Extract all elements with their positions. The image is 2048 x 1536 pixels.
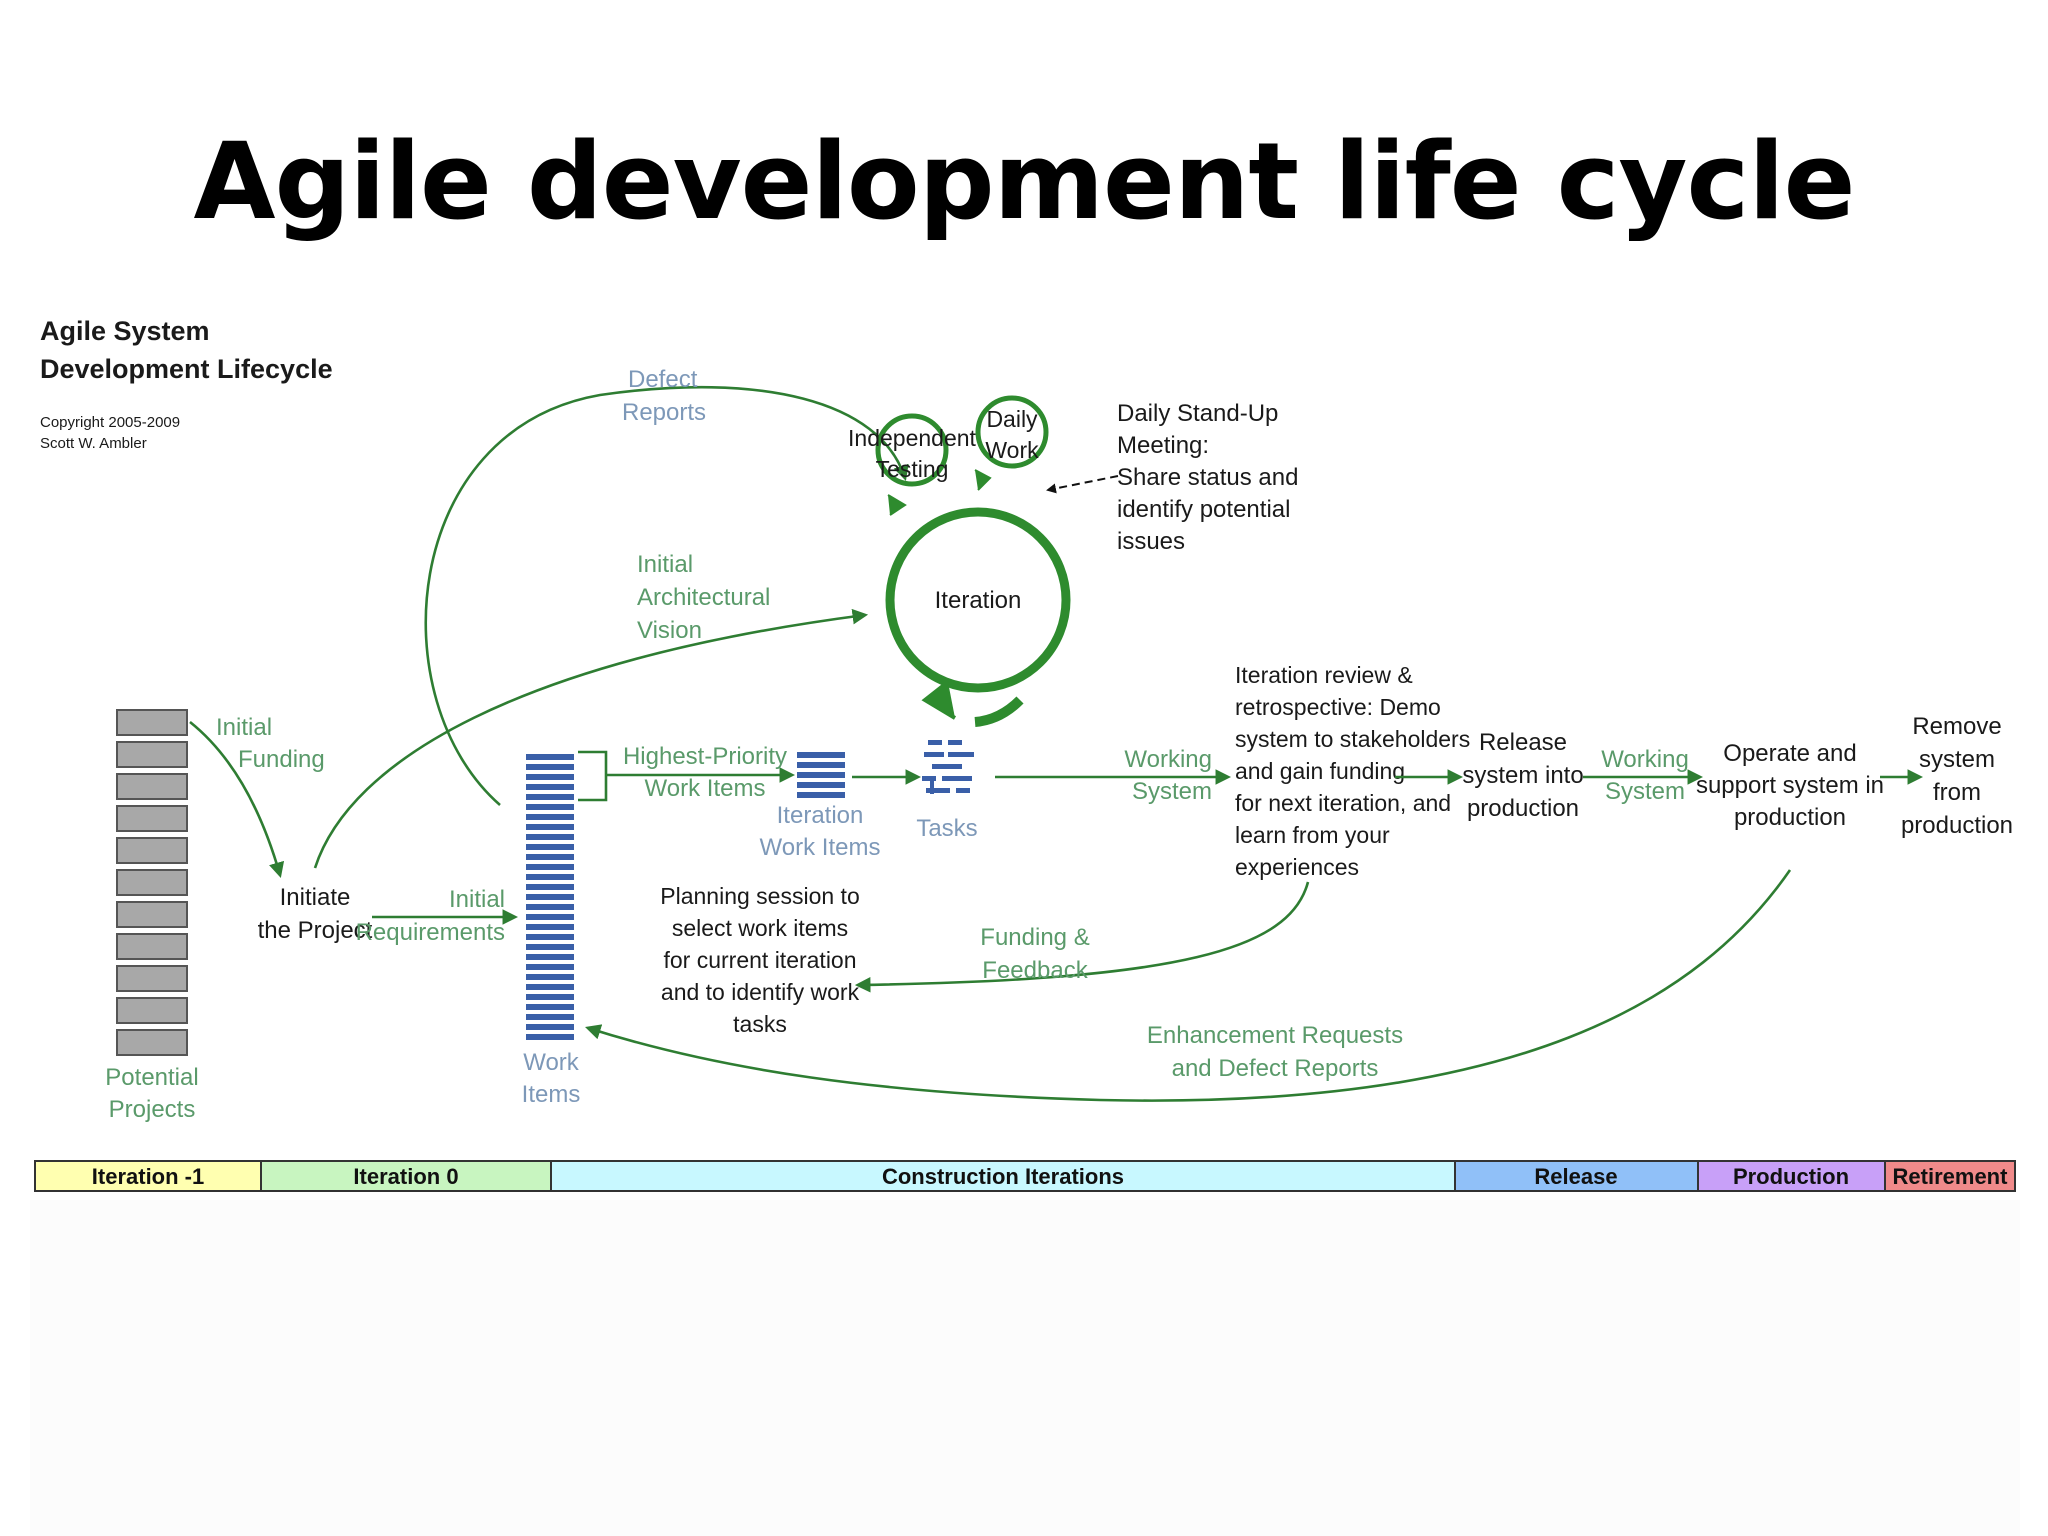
remove-line-2: system <box>1919 746 1995 773</box>
highest-priority-label-1: Highest-Priority <box>623 743 787 770</box>
review-line-5: for next iteration, and <box>1235 790 1451 816</box>
phase-construction <box>550 1160 1456 1192</box>
defect-reports-arrow <box>424 385 909 806</box>
independent-testing-label-1: Independent <box>848 425 977 451</box>
tasks-label: Tasks <box>916 815 977 842</box>
release-line-3: production <box>1467 795 1579 822</box>
copyright-line-1: Copyright 2005-2009 <box>40 414 180 431</box>
review-line-2: retrospective: Demo <box>1235 694 1441 720</box>
daily-work-label-2: Work <box>985 437 1039 463</box>
heading-line-1: Agile System <box>40 316 210 346</box>
enhancement-requests-arrow <box>585 869 1792 1102</box>
review-line-1: Iteration review & <box>1235 662 1413 688</box>
operate-line-2: support system in <box>1696 772 1884 799</box>
phase-release <box>1454 1160 1699 1192</box>
working-system-2-label-1: Working <box>1601 746 1689 773</box>
phase-label-production: Production <box>1733 1164 1849 1189</box>
iteration-cycle <box>885 507 1071 693</box>
review-line-6: learn from your <box>1235 822 1390 848</box>
working-system-2-label-2: System <box>1605 778 1685 805</box>
highest-priority-label-2: Work Items <box>645 775 766 802</box>
arch-vision-label-2: Architectural <box>637 584 770 611</box>
priority-bracket <box>578 750 608 802</box>
phase-label-iteration-0: Iteration 0 <box>353 1164 458 1189</box>
independent-testing-label-2: Testing <box>876 456 949 482</box>
initiate-project-label-1: Initiate <box>280 884 351 911</box>
release-line-1: Release <box>1479 729 1567 756</box>
funding-feedback-label-2: Feedback <box>982 957 1088 984</box>
review-line-7: experiences <box>1235 854 1359 880</box>
initial-funding-label-1: Initial <box>216 714 272 741</box>
remove-line-1: Remove <box>1912 713 2001 740</box>
diagram-heading: Agile System Development Lifecycle Copyr… <box>40 316 333 452</box>
phase-retirement <box>1884 1160 2016 1192</box>
review-line-4: and gain funding <box>1235 758 1405 784</box>
phase-label-construction: Construction Iterations <box>882 1164 1124 1189</box>
working-system-1-label-1: Working <box>1124 746 1212 773</box>
defect-reports-label-2: Reports <box>622 399 706 426</box>
copyright-line-2: Scott W. Ambler <box>40 435 147 452</box>
work-items-label-1: Work <box>523 1049 580 1076</box>
phase-production <box>1697 1160 1886 1192</box>
iteration-label: Iteration <box>935 587 1022 614</box>
defect-reports-label-1: Defect <box>628 366 698 393</box>
remove-line-3: from <box>1933 779 1981 806</box>
operate-line-1: Operate and <box>1723 740 1856 767</box>
tasks-glyph <box>922 740 974 794</box>
potential-projects-stack <box>116 709 188 1056</box>
remove-line-4: production <box>1901 812 2013 839</box>
potential-projects-label-2: Projects <box>109 1096 196 1123</box>
iteration-arrowhead <box>921 680 957 720</box>
funding-feedback-arrow <box>854 881 1310 993</box>
arch-vision-label-3: Vision <box>637 617 702 644</box>
enhancement-label-1: Enhancement Requests <box>1147 1022 1403 1049</box>
iteration-tail <box>974 696 1024 727</box>
standup-line-3: Share status and <box>1117 464 1298 491</box>
phase-label-retirement: Retirement <box>1893 1164 2009 1189</box>
planning-line-5: tasks <box>733 1011 787 1037</box>
release-line-2: system into <box>1462 762 1583 789</box>
initial-funding-arrow <box>189 720 285 878</box>
standup-arrow <box>1046 475 1119 494</box>
background-panel <box>30 1200 2020 1536</box>
slide-title: Agile development life cycle <box>193 120 1855 243</box>
independent-testing-loop <box>875 413 949 487</box>
operate-line-3: production <box>1734 804 1846 831</box>
daily-work-label-1: Daily <box>986 406 1038 432</box>
initial-requirements-label-2: Requirements <box>356 919 505 946</box>
funding-feedback-label-1: Funding & <box>980 924 1089 951</box>
phase-bar: Iteration -1 Iteration 0 Construction It… <box>34 1160 2016 1192</box>
work-items-stack <box>526 754 574 1040</box>
enhancement-label-2: and Defect Reports <box>1172 1055 1379 1082</box>
planning-line-3: for current iteration <box>663 947 856 973</box>
planning-line-1: Planning session to <box>660 883 859 909</box>
standup-line-4: identify potential <box>1117 496 1290 523</box>
iteration-work-items-label-1: Iteration <box>777 802 864 829</box>
iteration-work-items-stack <box>797 752 845 798</box>
phase-label-iteration-minus-1: Iteration -1 <box>92 1164 204 1189</box>
initial-funding-label-2: Funding <box>238 746 325 773</box>
phase-label-release: Release <box>1534 1164 1617 1189</box>
standup-line-5: issues <box>1117 528 1185 555</box>
initiate-project-label-2: the Project <box>258 917 373 944</box>
arch-vision-label-1: Initial <box>637 551 693 578</box>
standup-line-1: Daily Stand-Up <box>1117 400 1278 427</box>
potential-projects-label-1: Potential <box>105 1064 198 1091</box>
phase-iteration-0 <box>260 1160 552 1192</box>
initial-requirements-label-1: Initial <box>449 886 505 913</box>
work-items-label-2: Items <box>522 1081 581 1108</box>
initial-architectural-vision-arrow <box>313 608 869 869</box>
standup-line-2: Meeting: <box>1117 432 1209 459</box>
working-system-1-label-2: System <box>1132 778 1212 805</box>
daily-work-loop <box>975 395 1049 469</box>
heading-line-2: Development Lifecycle <box>40 354 333 384</box>
planning-line-4: and to identify work <box>661 979 860 1005</box>
planning-line-2: select work items <box>672 915 848 941</box>
iteration-work-items-label-2: Work Items <box>760 834 881 861</box>
review-line-3: system to stakeholders <box>1235 726 1470 752</box>
